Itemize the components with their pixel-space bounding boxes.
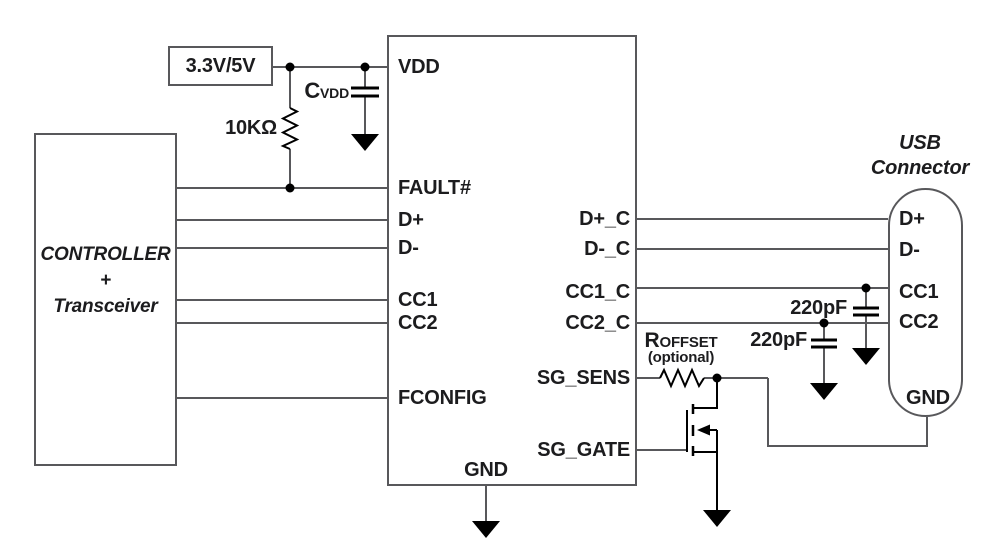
usb-pin-gnd: GND xyxy=(906,387,950,409)
vdd-cap-label: CVDD xyxy=(219,79,349,103)
ic-pin-cc1-c: CC1_C xyxy=(565,281,630,303)
vdd-cap-subscript: VDD xyxy=(320,85,349,101)
junction-dot xyxy=(285,183,295,193)
offset-resistor-label: ROFFSET xyxy=(616,329,746,353)
pullup-resistor-value: 10KΩ xyxy=(225,117,277,139)
offset-resistor-note: (optional) xyxy=(647,349,715,366)
junction-dot xyxy=(712,373,722,383)
usb-connector-title-line1: USB xyxy=(899,132,941,154)
junction-dot xyxy=(861,283,871,293)
usb-pin-dplus: D+ xyxy=(899,208,925,230)
supply-rail-label: 3.3V/5V xyxy=(185,54,256,77)
capacitor-cc1-plates xyxy=(853,306,879,317)
ground-symbol-vdd-cap xyxy=(351,134,379,151)
capacitor-vdd-plates xyxy=(351,86,379,98)
cc1-cap-value: 220pF xyxy=(790,297,847,319)
usb-connector-block xyxy=(888,188,963,417)
ic-pin-fconfig: FCONFIG xyxy=(398,387,487,409)
ic-pin-fault: FAULT# xyxy=(398,177,471,199)
ic-pin-sg-gate: SG_GATE xyxy=(537,439,630,461)
wire-sg-sens xyxy=(637,377,928,447)
ic-block xyxy=(387,35,637,486)
vdd-cap-symbol: C xyxy=(304,78,321,103)
ground-symbol-ic xyxy=(472,521,500,538)
mosfet-drain-lead xyxy=(693,378,718,409)
ic-pin-cc1: CC1 xyxy=(398,289,438,311)
controller-block xyxy=(34,133,177,466)
ic-pin-gnd: GND xyxy=(464,459,508,481)
usb-pin-dminus: D- xyxy=(899,239,920,261)
ic-pin-dminus: D- xyxy=(398,237,419,259)
mosfet-source-lead xyxy=(693,430,718,510)
capacitor-cc2-plates xyxy=(811,338,837,349)
resistor-offset-zigzag xyxy=(659,367,705,389)
controller-title-line2: + xyxy=(100,270,111,291)
ic-pin-vdd: VDD xyxy=(398,56,440,78)
ground-symbol-cc2-cap xyxy=(810,383,838,400)
controller-block-title: CONTROLLER + Transceiver xyxy=(34,242,177,320)
junction-dot xyxy=(360,62,370,72)
controller-title-line1: CONTROLLER xyxy=(40,244,171,265)
mosfet-body-arrow xyxy=(697,424,710,436)
junction-dot xyxy=(285,62,295,72)
ic-pin-dminus-c: D-_C xyxy=(584,238,630,260)
cc2-cap-value: 220pF xyxy=(750,329,807,351)
resistor-pullup-zigzag xyxy=(280,107,300,150)
supply-rail-box: 3.3V/5V xyxy=(168,46,273,86)
ic-pin-cc2-c: CC2_C xyxy=(565,312,630,334)
usb-pin-cc1: CC1 xyxy=(899,281,939,303)
usb-pin-cc2: CC2 xyxy=(899,311,939,333)
ic-pin-dplus: D+ xyxy=(398,209,424,231)
ground-symbol-cc1-cap xyxy=(852,348,880,365)
ground-symbol-mosfet xyxy=(703,510,731,527)
usb-connector-title-line2: Connector xyxy=(870,157,970,179)
offset-resistor-subscript: OFFSET xyxy=(659,334,718,351)
controller-title-line3: Transceiver xyxy=(53,296,158,317)
offset-resistor-symbol: R xyxy=(644,329,660,352)
ic-pin-dplus-c: D+_C xyxy=(579,208,630,230)
mosfet-symbol xyxy=(686,378,718,510)
junction-dot xyxy=(819,318,829,328)
ic-pin-sg-sens: SG_SENS xyxy=(536,367,630,389)
ic-pin-cc2: CC2 xyxy=(398,312,438,334)
